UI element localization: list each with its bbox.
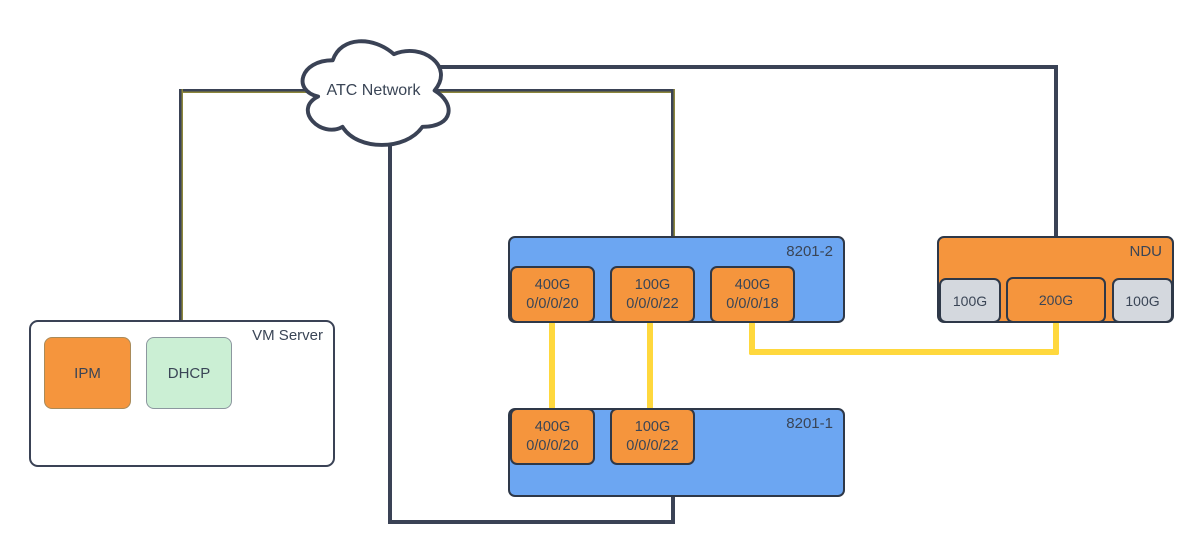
link-400g-8201-2-to-ndu-horizontal <box>749 349 1059 355</box>
port-8201-2-400g-0-0-0-18: 400G 0/0/0/18 <box>710 266 795 323</box>
dhcp-label: DHCP <box>167 364 211 382</box>
port-speed: 400G <box>534 276 571 293</box>
link-cloud-8201-1-vertical-left <box>388 132 392 524</box>
port-interface: 0/0/0/20 <box>526 295 579 312</box>
cloud-icon <box>300 39 451 147</box>
link-cloud-8201-2-horizontal <box>425 89 675 93</box>
port-speed: 400G <box>734 276 771 293</box>
link-100g-8201-2-to-8201-1 <box>647 322 653 412</box>
link-cloud-ndu-vertical <box>1054 65 1058 237</box>
port-speed: 100G <box>634 418 671 435</box>
ipm-label: IPM <box>74 364 101 382</box>
router-8201-2-label: 8201-2 <box>786 243 833 260</box>
link-cloud-vmserver-horizontal <box>179 89 344 93</box>
vm-server-box: VM Server IPM DHCP <box>29 320 335 467</box>
link-cloud-ndu-horizontal <box>418 65 1058 69</box>
port-speed: 100G <box>634 276 671 293</box>
port-interface: 0/0/0/18 <box>726 295 779 312</box>
atc-network-label: ATC Network <box>326 81 421 99</box>
ipm-box: IPM <box>44 337 131 409</box>
router-8201-1-label: 8201-1 <box>786 415 833 432</box>
port-speed: 100G <box>1125 292 1160 309</box>
port-speed: 100G <box>952 292 988 309</box>
port-interface: 0/0/0/20 <box>526 437 579 454</box>
ndu-port-100g-left: 100G <box>939 278 1001 323</box>
link-cloud-8201-1-vertical-right <box>671 496 675 524</box>
link-cloud-8201-2-vertical <box>671 89 675 236</box>
link-400g-8201-2-to-ndu-vertical-left <box>749 322 755 355</box>
atc-network-cloud: ATC Network <box>292 30 455 151</box>
ndu-label: NDU <box>1129 243 1163 260</box>
link-cloud-8201-1-horizontal <box>388 520 675 524</box>
port-interface: 0/0/0/22 <box>626 295 679 312</box>
port-8201-1-100g-0-0-0-22: 100G 0/0/0/22 <box>610 408 695 465</box>
link-400g-8201-2-to-ndu-vertical-right <box>1053 322 1059 355</box>
port-8201-2-100g-0-0-0-22: 100G 0/0/0/22 <box>610 266 695 323</box>
port-speed: 200G <box>1038 292 1074 308</box>
dhcp-box: DHCP <box>146 337 232 409</box>
port-8201-2-400g-0-0-0-20: 400G 0/0/0/20 <box>510 266 595 323</box>
vm-server-label: VM Server <box>252 327 323 344</box>
port-speed: 400G <box>534 418 571 435</box>
link-cloud-vmserver-vertical <box>179 89 183 320</box>
ndu-port-200g: 200G <box>1006 277 1106 323</box>
ndu-port-100g-right: 100G <box>1112 278 1173 323</box>
port-interface: 0/0/0/22 <box>626 437 679 454</box>
port-8201-1-400g-0-0-0-20: 400G 0/0/0/20 <box>510 408 595 465</box>
link-400g-8201-2-to-8201-1 <box>549 322 555 412</box>
